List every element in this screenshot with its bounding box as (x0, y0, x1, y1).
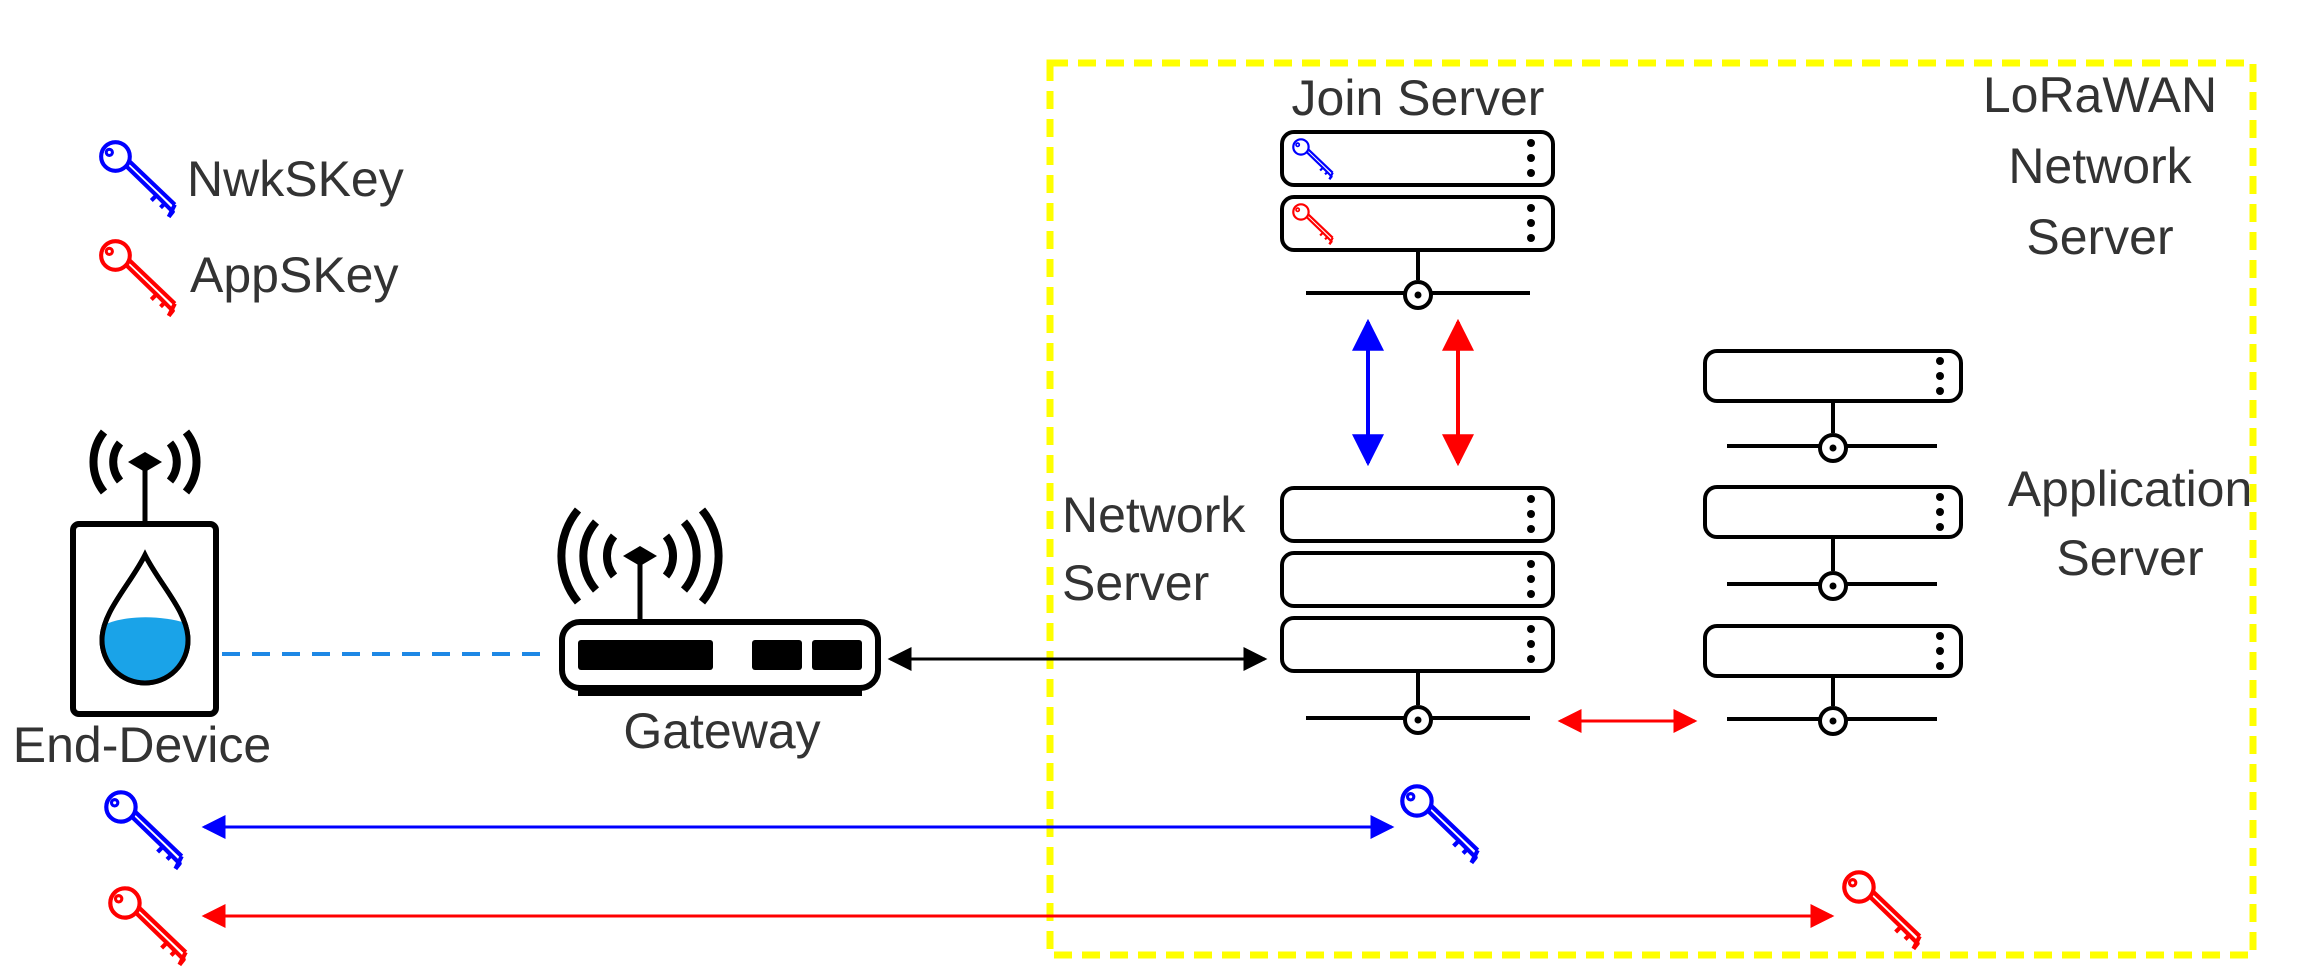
end-device (70, 429, 219, 717)
app-key-application-server-icon (1844, 872, 1919, 948)
nwk-key-legend-icon (101, 142, 175, 217)
app-key-device-icon (110, 888, 185, 964)
network-server-label-line2: Server (1062, 555, 1209, 611)
join-server (1280, 130, 1555, 310)
legend: NwkSKey AppSKey (101, 142, 404, 316)
network-server-unit (1280, 616, 1555, 673)
legend-nwk-label: NwkSKey (187, 151, 404, 207)
lorawan-label-line1: LoRaWAN (1983, 67, 2217, 123)
join-server-label: Join Server (1292, 70, 1545, 126)
network-server-unit (1280, 551, 1555, 608)
application-server-unit (1703, 624, 1963, 678)
lorawan-label-line3: Server (2026, 209, 2173, 265)
lorawan-network-server-boundary (1046, 59, 2257, 959)
gateway-label: Gateway (623, 703, 820, 759)
lorawan-label-line2: Network (2008, 138, 2192, 194)
application-server-label-line2: Server (2056, 530, 2203, 586)
application-server-label-line1: Application (2008, 461, 2253, 517)
join-server-unit (1280, 130, 1555, 187)
application-server-unit (1703, 349, 1963, 403)
application-server (1703, 349, 1963, 736)
gateway (557, 507, 881, 696)
network-server-label-line1: Network (1062, 487, 1246, 543)
end-device-antenna-icon (89, 429, 201, 522)
water-drop-icon (99, 549, 191, 686)
nwk-key-device-icon (106, 792, 181, 868)
application-server-unit (1703, 485, 1963, 539)
legend-app-label: AppSKey (190, 247, 398, 303)
network-server (1280, 486, 1555, 735)
nwk-key-network-server-icon (1402, 786, 1477, 862)
join-server-unit (1280, 195, 1555, 252)
router-icon (559, 619, 881, 696)
network-server-unit (1280, 486, 1555, 543)
app-key-legend-icon (101, 241, 175, 316)
gateway-antenna-icon (557, 507, 723, 622)
end-device-label: End-Device (13, 717, 271, 773)
